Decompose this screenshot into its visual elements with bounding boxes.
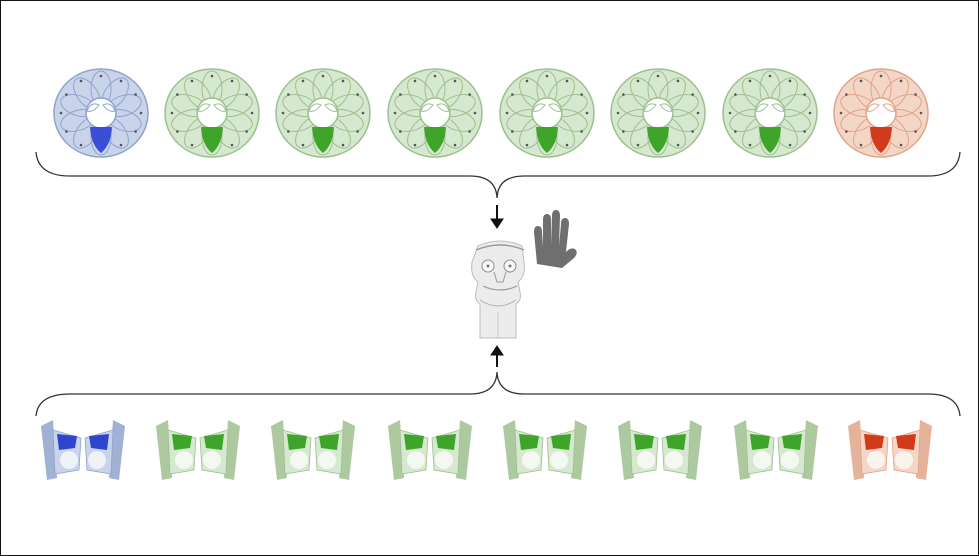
rosette-disc-icon [164,68,260,158]
rosette-disc-icon [722,68,818,158]
bowtie-fragment-icon [503,420,587,480]
stone-statue-icon [471,240,525,339]
bowtie-fragment-icon [271,420,355,480]
up-arrow [490,345,504,367]
rosette-disc-icon [610,68,706,158]
top-row [53,68,929,158]
down-arrow [490,205,504,229]
bowtie-fragment-icon [734,420,818,480]
rosette-disc-icon [275,68,371,158]
bowtie-fragment-icon [618,420,702,480]
bottom-row [41,420,932,480]
hand-stop-icon [534,210,577,268]
bowtie-fragment-icon [156,420,240,480]
rosette-disc-icon [387,68,483,158]
bottom-brace [35,371,961,417]
top-brace [35,151,961,199]
bowtie-fragment-icon [848,420,932,480]
bowtie-fragment-icon [388,420,472,480]
bowtie-fragment-icon [41,420,125,480]
rosette-disc-icon [53,68,149,158]
rosette-disc-icon [499,68,595,158]
rosette-disc-icon [833,68,929,158]
